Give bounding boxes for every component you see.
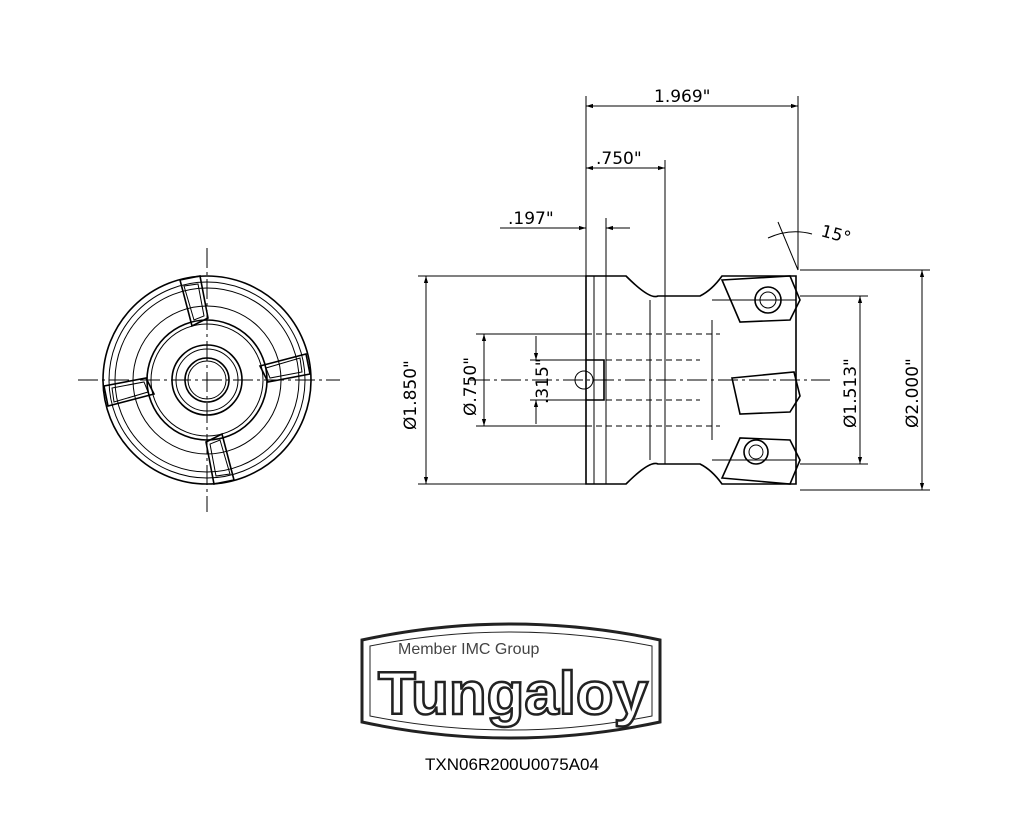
dim-flange-width: .197": [508, 209, 554, 229]
insert-left: [103, 377, 156, 407]
dim-cut-min-diameter: Ø1.513": [841, 358, 861, 428]
dim-bore-diameter: Ø.750": [461, 357, 481, 416]
dimension-labels: 1.969" .750" .197" 15° Ø1.850" Ø.750" .3…: [401, 87, 923, 430]
dim-body-diameter: Ø1.850": [401, 360, 421, 430]
dim-cut-max-diameter: Ø2.000": [903, 358, 923, 428]
dimension-lines: [418, 96, 930, 491]
logo-brand: Tungaloy: [378, 660, 649, 727]
insert-right: [258, 353, 311, 383]
logo-tagline: Member IMC Group: [398, 641, 539, 658]
insert-bottom: [205, 432, 235, 485]
dim-body-length: .750": [596, 149, 642, 169]
end-view: [78, 248, 340, 512]
insert-top: [179, 275, 209, 328]
dim-keyway: .315": [533, 358, 553, 404]
dim-overall-length: 1.969": [654, 87, 711, 107]
side-view: [470, 275, 830, 485]
part-number: TXN06R200U0075A04: [425, 755, 599, 774]
dim-angle: 15°: [819, 222, 853, 249]
brand-logo: Member IMC Group Tungaloy: [360, 622, 662, 740]
